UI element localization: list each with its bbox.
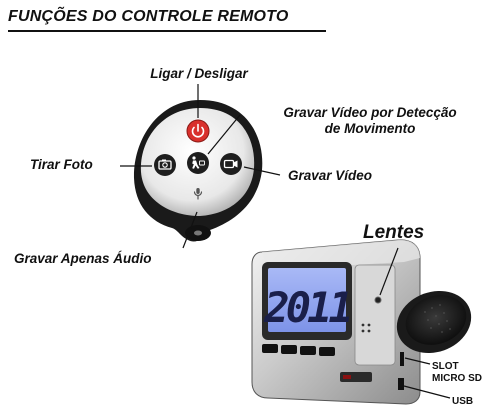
camera-lens <box>374 296 382 304</box>
label-slot-line2: MICRO SD <box>432 373 482 384</box>
video-button[interactable] <box>220 153 242 175</box>
label-audio: Gravar Apenas Áudio <box>14 251 152 266</box>
power-button[interactable] <box>186 119 210 143</box>
label-motion-line1: Gravar Vídeo por Detecção <box>283 105 457 120</box>
display-screen <box>268 268 346 332</box>
clock-button[interactable] <box>262 344 278 353</box>
clock-button[interactable] <box>300 346 316 355</box>
label-usb: USB <box>452 396 474 407</box>
clock-buttons <box>262 344 335 356</box>
label-power: Ligar / Desligar <box>150 66 248 81</box>
leader-video <box>243 166 281 176</box>
audio-button[interactable] <box>193 188 203 200</box>
clock-camera: 2011 <box>251 239 472 405</box>
clock-button[interactable] <box>281 345 297 354</box>
remote-leader-lines <box>120 84 281 249</box>
power-icon <box>191 123 205 138</box>
leader-lens <box>379 247 399 296</box>
speaker-dots <box>424 304 451 333</box>
label-motion-line2: de Movimento <box>324 121 416 136</box>
remote-control <box>133 100 263 242</box>
keyring-hole <box>194 230 202 236</box>
video-camera-icon <box>223 159 238 169</box>
label-video: Gravar Vídeo <box>288 168 373 183</box>
leader-motion <box>207 114 241 155</box>
motion-detection-button[interactable] <box>187 152 209 174</box>
side-panel <box>354 264 396 366</box>
camera-icon <box>158 159 172 170</box>
leader-slot <box>404 357 431 365</box>
clock-leader-lines <box>379 247 451 399</box>
micro-sd-slot <box>400 352 404 366</box>
page-title: FUNÇÕES DO CONTROLE REMOTO <box>8 8 289 25</box>
label-slot-line1: SLOT <box>432 361 459 372</box>
usb-port <box>398 378 404 390</box>
clock-button[interactable] <box>319 347 335 356</box>
label-lens: Lentes <box>363 222 425 243</box>
speaker-grille <box>405 295 467 345</box>
microphone-icon <box>193 188 203 200</box>
display-digits: 2011 <box>263 283 349 332</box>
photo-button[interactable] <box>154 154 176 176</box>
label-photo: Tirar Foto <box>30 157 93 172</box>
bottom-red-light <box>343 375 351 379</box>
leader-audio <box>182 211 198 249</box>
bottom-strip <box>340 372 372 382</box>
mic-holes <box>361 323 371 333</box>
leader-usb <box>403 385 451 399</box>
motion-person-icon <box>192 156 205 169</box>
title-underline <box>8 30 326 32</box>
